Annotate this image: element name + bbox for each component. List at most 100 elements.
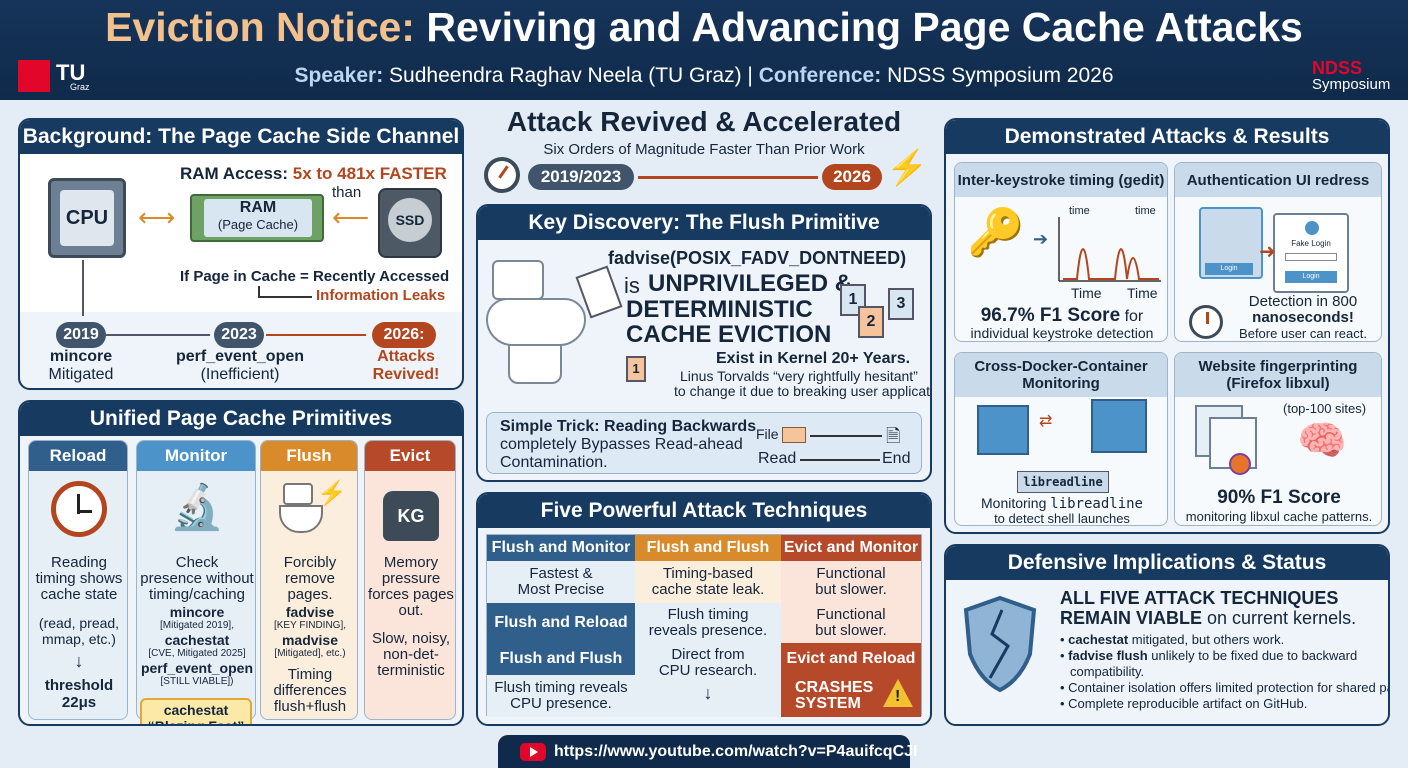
tu-graz-logo-sub: Graz [70, 82, 90, 92]
top-100-label: (top-100 sites) [1283, 401, 1367, 416]
cache-eviction-label: CACHE EVICTION [626, 321, 832, 348]
primitives-title: Unified Page Cache Primitives [20, 402, 462, 436]
auth-card: Authentication UI redress Login Fake Log… [1174, 162, 1382, 342]
fake-login-window-icon: Fake Login Login [1273, 213, 1349, 293]
defense-title: Defensive Implications & Status [946, 546, 1388, 580]
cpu-chip-icon: CPU [48, 178, 126, 258]
weight-icon: KG [383, 491, 439, 541]
is-word: is [624, 273, 640, 298]
axis-time-a: Time [1071, 285, 1102, 301]
reload-note: (read, pread,mmap, etc.) [38, 615, 120, 647]
leak-arrow [258, 286, 312, 298]
cracked-shield-icon [963, 595, 1037, 693]
kernel-years: Exist in Kernel 20+ Years. [716, 350, 911, 367]
header-flush-flush: Flush and Flush [635, 535, 781, 561]
label-flush-reload: Flush and Reload [487, 603, 635, 643]
technique-grid: Flush and Monitor Flush and Flush Evict … [486, 534, 922, 717]
than-label: than [332, 184, 362, 201]
timing-spike-graph [1058, 217, 1161, 282]
end-label: End [882, 450, 911, 467]
warning-icon [883, 679, 913, 707]
file-block-icon [782, 427, 806, 443]
defense-panel: Defensive Implications & Status ALL FIVE… [944, 544, 1390, 726]
year-to-pill: 2026 [822, 164, 882, 190]
web-score: 90% F1 Score [1217, 487, 1341, 508]
login-button-right: Login [1285, 271, 1337, 283]
timeline-2026-line1: Attacks [377, 348, 435, 365]
video-url-link[interactable]: https://www.youtube.com/watch?v=P4auifcq… [554, 743, 918, 760]
demos-title: Demonstrated Attacks & Results [946, 120, 1388, 154]
timeline-2019-line1: mincore [49, 348, 113, 365]
docker-desc1: Monitoring libreadline [981, 495, 1143, 512]
timeline-year-2026: 2026: [372, 322, 436, 348]
lightning-icon: ⚡ [317, 480, 347, 507]
timeline-2023-line1: perf_event_open [175, 348, 305, 365]
arrow-right-icon: ➔ [1033, 229, 1049, 249]
firefox-icon [1229, 453, 1251, 475]
down-arrow-icon: ↓ [74, 651, 84, 671]
syscall-name: fadvise(POSIX_FADV_DONTNEED) [608, 248, 907, 268]
docker-desc2: to detect shell launches [994, 511, 1130, 526]
auth-title: Authentication UI redress [1175, 163, 1381, 197]
keystroke-desc: individual keystroke detection [970, 325, 1154, 341]
big-toilet-icon [492, 260, 544, 300]
page-title: Eviction Notice: Reviving and Advancing … [105, 4, 1303, 50]
timeline-2019-line2: Mitigated [48, 366, 114, 383]
auth-nanoseconds: nanoseconds! [1252, 309, 1354, 326]
ndss-logo: NDSS [1312, 58, 1363, 78]
redirect-arrow-icon: ➜ [1259, 241, 1276, 263]
deterministic-label: DETERMINISTIC [626, 296, 813, 323]
auth-before: Before user can react. [1239, 326, 1367, 341]
ssd-drive-icon: SSD [378, 188, 442, 258]
login-button-left: Login [1205, 263, 1253, 275]
keystroke-score: 96.7% F1 Score for [980, 305, 1144, 326]
timeline-year-2023: 2023 [214, 322, 264, 348]
defense-heading-1: ALL FIVE ATTACK TECHNIQUES [1060, 588, 1339, 608]
auth-detection: Detection in 800 [1248, 293, 1358, 310]
doc-2-icon: 2 [858, 306, 884, 338]
cache-rule: If Page in Cache = Recently Accessed [180, 268, 450, 285]
brain-icon: 🧠 [1297, 419, 1347, 463]
ram-module-icon: RAM (Page Cache) [190, 194, 324, 242]
year-from-pill: 2019/2023 [528, 164, 634, 190]
axis-time-b: Time [1127, 285, 1158, 301]
time-b-label: time [1135, 205, 1156, 217]
reload-header: Reload [29, 441, 127, 471]
trick-box [486, 412, 922, 474]
evict-bottom: Slow, noisy,non-det-terministic [371, 630, 451, 679]
libreadline-box: libreadline [1017, 471, 1109, 493]
stopwatch-icon [1189, 305, 1223, 339]
label-evict-reload: Evict and Reload [781, 643, 921, 675]
timeline-year-2019: 2019 [56, 322, 106, 348]
web-card: Website fingerprinting(Firefox libxul) (… [1174, 352, 1382, 526]
unprivileged-label: UNPRIVILEGED & [648, 270, 853, 297]
bidirectional-arrow-icon: ⇄ [1039, 413, 1053, 430]
defense-heading-2: REMAIN VIABLE on current kernels. [1060, 608, 1357, 628]
info-leak-label: Information Leaks [316, 287, 446, 304]
monitor-list: mincore[Mitigated 2019], cachestat[CVE, … [140, 604, 254, 687]
video-link-bar[interactable]: https://www.youtube.com/watch?v=P4auifcq… [498, 735, 917, 768]
speedup-arrow [638, 176, 818, 179]
timeline-2023-line2: (Inefficient) [200, 366, 280, 383]
header-evict-monitor: Evict and Monitor [781, 535, 921, 561]
container-right-icon [1091, 399, 1147, 453]
speaker-line: Speaker: Sudheendra Raghav Neela (TU Gra… [294, 64, 1114, 87]
web-desc: monitoring libxul cache patterns. [1185, 509, 1373, 524]
container-left-icon [977, 405, 1029, 455]
trick-line3: Contamination. [500, 454, 608, 471]
discovery-panel: Key Discovery: The Flush Primitive fadvi… [476, 204, 932, 482]
read-label: Read [758, 450, 797, 467]
monitor-header: Monitor [137, 441, 255, 471]
trick-title: Simple Trick: Reading Backwards [500, 418, 757, 435]
discovery-title: Key Discovery: The Flush Primitive [478, 206, 930, 240]
